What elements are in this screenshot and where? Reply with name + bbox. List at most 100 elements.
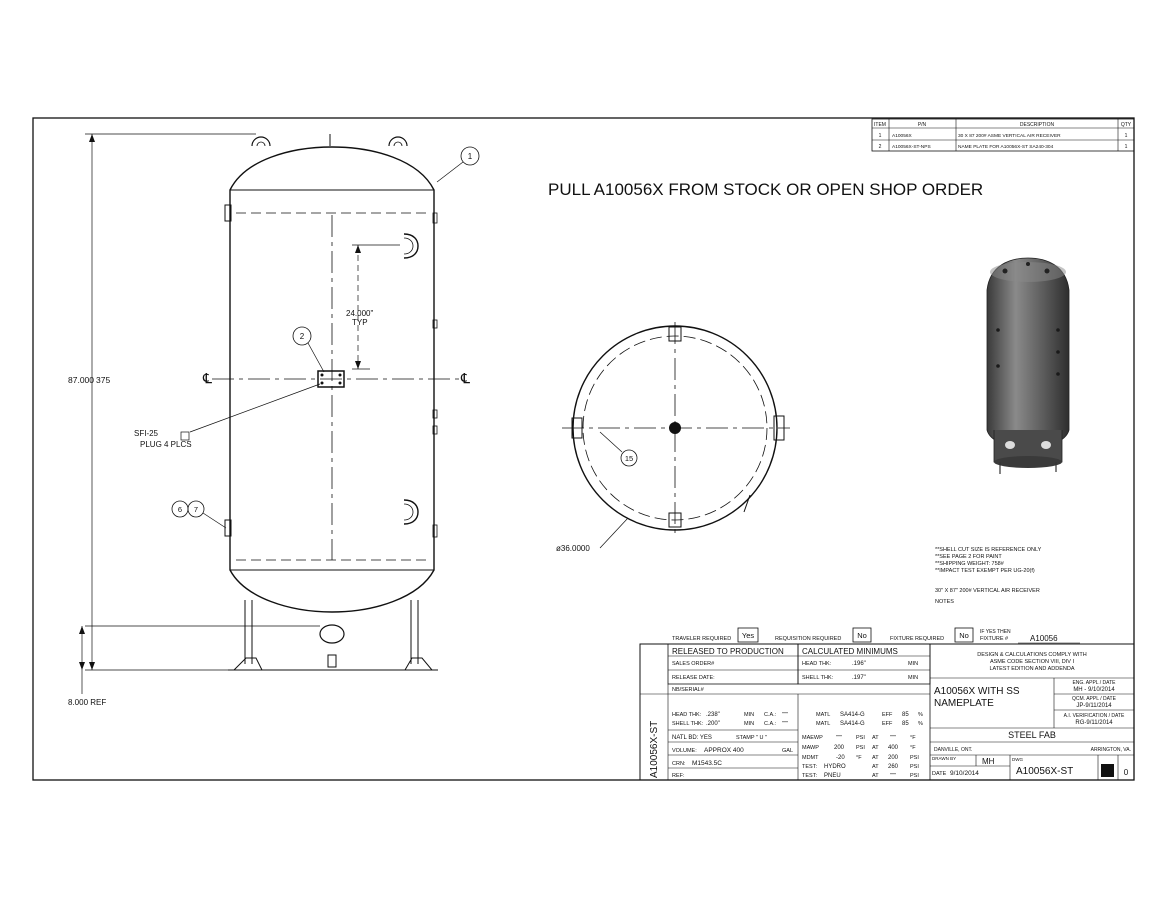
note-4: **IMPACT TEST EXEMPT PER UG-20(f) <box>935 568 1035 574</box>
min-head-unit: MIN <box>908 661 918 667</box>
approval-eng-label: ENG. APPL / DATE <box>1072 680 1116 686</box>
spec-shell-thk-label: SHELL THK: <box>672 721 704 727</box>
note-3: **SHIPPING WEIGHT: 758# <box>935 561 1005 567</box>
part-title-line-2: NAMEPLATE <box>934 698 994 709</box>
spec-eff2-label: EFF <box>882 721 893 727</box>
minimums-title: CALCULATED MINIMUMS <box>802 647 898 656</box>
callout-15: 15 <box>625 454 633 463</box>
callout-1: 1 <box>468 152 473 161</box>
compliance-line-3: LATEST EDITION AND ADDENDA <box>989 666 1074 672</box>
centerline-symbol-left: ℄ <box>202 370 212 386</box>
bom-header-description: DESCRIPTION <box>1020 122 1055 128</box>
spec-volume-value: APPROX 400 <box>704 747 744 754</box>
release-date-label: RELEASE DATE: <box>672 675 715 681</box>
drawn-by-value: MH <box>982 757 995 766</box>
spec-test2-at: AT <box>872 773 879 779</box>
approval-qcm-value: JP-9/11/2014 <box>1076 703 1112 709</box>
min-shell-label: SHELL THK: <box>802 675 834 681</box>
traveler-required-label: TRAVELER REQUIRED <box>672 636 731 642</box>
spec-mdmt-label: MDMT <box>802 755 819 761</box>
requisition-required-value: No <box>857 631 867 640</box>
bom-header-qty: QTY <box>1121 122 1132 128</box>
spec-mawp-temp: 400 <box>888 745 899 751</box>
fitting-label-plug: PLUG 4 PLCS <box>140 440 192 449</box>
notes-block: **SHELL CUT SIZE IS REFERENCE ONLY **SEE… <box>935 547 1042 605</box>
bom-header-item: ITEM <box>874 122 886 128</box>
front-elevation-view: ℄ ℄ 87.000 375 8.000 REF 24.000" TYP 1 2 <box>68 133 480 707</box>
spec-test1-label: TEST: <box>802 764 817 770</box>
spec-ca1-value: """ <box>782 712 788 718</box>
spec-matl1-label: MATL <box>816 712 830 718</box>
company-name: STEEL FAB <box>1008 730 1056 740</box>
spec-stamp: STAMP " U " <box>736 735 767 741</box>
fixture-number-value: A10056 <box>1030 634 1058 643</box>
spec-head-thk-value: .238" <box>706 712 720 718</box>
date-value: 9/10/2014 <box>950 770 979 777</box>
spacing-dim-note: TYP <box>352 318 368 327</box>
spec-maewp-at: AT <box>872 735 879 741</box>
spec-test1-at: AT <box>872 764 879 770</box>
spec-volume-label: VOLUME: <box>672 748 697 754</box>
title-block: A10056X-ST RELEASED TO PRODUCTION SALES … <box>639 643 1135 781</box>
spec-test2-label: TEST: <box>802 773 817 779</box>
part-title-line-1: A10056X WITH SS <box>934 686 1020 697</box>
side-drawing-number: A10056X-ST <box>649 721 660 778</box>
bom-row-1-item: 1 <box>879 133 882 139</box>
min-head-value: .196" <box>852 661 866 667</box>
notes-caption-1: 30" X 87" 200# VERTICAL AIR RECEIVER <box>935 588 1040 594</box>
spec-mawp-psi: PSI <box>856 745 865 751</box>
bom-row-2-item: 2 <box>879 144 882 150</box>
fixture-required-value: No <box>959 631 969 640</box>
bom-row-1-description: 30 X 87 200# ASME VERTICAL AIR RECEIVER <box>958 133 1061 139</box>
sheet-size-mark <box>1101 764 1114 777</box>
if-yes-label: IF YES THEN <box>980 629 1011 635</box>
min-shell-unit: MIN <box>908 675 918 681</box>
notes-caption-2: NOTES <box>935 599 954 605</box>
spec-mdmt-unit: °F <box>856 755 862 761</box>
spec-mdmt-pressure: 200 <box>888 755 899 761</box>
spec-test1-value: HYDRO <box>824 764 846 770</box>
note-2: **SEE PAGE 2 FOR PAINT <box>935 554 1002 560</box>
fixture-required-label: FIXTURE REQUIRED <box>890 636 944 642</box>
approval-eng-value: MH - 9/10/2014 <box>1073 687 1115 693</box>
spec-eff2-value: 85 <box>902 721 909 727</box>
release-title: RELEASED TO PRODUCTION <box>672 647 784 656</box>
spec-eff1-label: EFF <box>882 712 893 718</box>
diameter-dim: ø36.0000 <box>556 544 590 553</box>
callout-2: 2 <box>300 332 305 341</box>
spec-maewp-value: """ <box>836 735 842 741</box>
spec-shell-thk-value: .200" <box>706 721 720 727</box>
fitting-label-sfi: SFI-25 <box>134 429 159 438</box>
spec-mdmt-at: AT <box>872 755 879 761</box>
spec-test2-value: PNEU <box>824 773 841 779</box>
spec-test2-psi: PSI <box>910 773 919 779</box>
bom-header-pn: P/N <box>918 122 927 128</box>
spec-test2-pressure: """ <box>890 773 896 779</box>
spec-crn-label: CRN: <box>672 761 686 767</box>
top-plan-view: 15 ø36.0000 <box>556 322 790 553</box>
min-shell-value: .197" <box>852 675 866 681</box>
spec-maewp-psi: PSI <box>856 735 865 741</box>
spec-natl-bd: NATL BD: YES <box>672 735 712 741</box>
spec-mdmt-psi: PSI <box>910 755 919 761</box>
compliance-line-1: DESIGN & CALCULATIONS COMPLY WITH <box>977 652 1086 658</box>
bom-row-2-pn: A10056X-ST-NPS <box>892 144 931 150</box>
spec-maewp-unit: °F <box>910 735 916 741</box>
traveler-row: TRAVELER REQUIRED Yes REQUISITION REQUIR… <box>672 627 1080 644</box>
spec-ref-label: REF: <box>672 773 685 779</box>
spec-crn-value: M1543.5C <box>692 760 722 767</box>
isometric-render <box>986 257 1070 474</box>
bottom-ref-dim: 8.000 REF <box>68 698 106 707</box>
spacing-dim: 24.000" <box>346 309 373 318</box>
spec-mawp-at: AT <box>872 745 879 751</box>
spec-maewp-temp: """ <box>890 735 896 741</box>
bom-row-1-pn: A10056X <box>892 133 913 139</box>
bom-row-2-qty: 1 <box>1125 144 1128 150</box>
dwg-label: DWG <box>1012 757 1023 762</box>
spec-mawp-label: MAWP <box>802 745 819 751</box>
sales-order-label: SALES ORDER# <box>672 661 715 667</box>
overall-height-dim-tail: 375 <box>96 375 110 385</box>
spec-test1-psi: PSI <box>910 764 919 770</box>
approval-qcm-label: QCM. APPL / DATE <box>1072 696 1117 702</box>
